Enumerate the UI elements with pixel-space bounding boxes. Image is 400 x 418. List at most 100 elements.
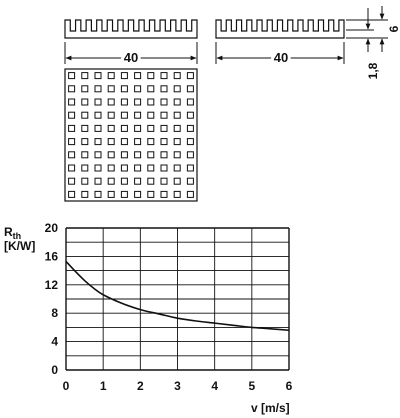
pin xyxy=(81,177,89,185)
pin xyxy=(186,72,194,80)
pin xyxy=(120,190,128,198)
pin xyxy=(68,138,76,146)
pin xyxy=(147,164,155,172)
pin xyxy=(186,190,194,198)
pin xyxy=(107,138,115,146)
pin xyxy=(173,85,181,93)
pin xyxy=(107,72,115,80)
pin xyxy=(134,177,142,185)
pin xyxy=(81,190,89,198)
pin xyxy=(173,111,181,119)
pin xyxy=(81,72,89,80)
pin xyxy=(160,124,168,132)
pin xyxy=(147,98,155,106)
pin xyxy=(186,177,194,185)
side-view-left: 40 xyxy=(64,19,198,68)
pin xyxy=(160,111,168,119)
pin xyxy=(134,85,142,93)
x-tick-label: 1 xyxy=(100,379,107,393)
y-tick-label: 4 xyxy=(51,335,58,349)
pin xyxy=(160,151,168,159)
pin xyxy=(94,111,102,119)
pin xyxy=(120,177,128,185)
pin-grid xyxy=(68,72,194,198)
pin xyxy=(94,85,102,93)
y-tick-label: 0 xyxy=(51,363,58,377)
pin xyxy=(147,177,155,185)
pin xyxy=(120,85,128,93)
pin xyxy=(120,72,128,80)
pin xyxy=(81,164,89,172)
base-thickness-label: 1,8 xyxy=(366,62,380,79)
x-tick-label: 6 xyxy=(286,379,293,393)
pin xyxy=(147,72,155,80)
pin xyxy=(173,138,181,146)
pin xyxy=(160,98,168,106)
pin xyxy=(68,177,76,185)
pin xyxy=(94,177,102,185)
pin xyxy=(107,85,115,93)
pin xyxy=(147,151,155,159)
pin xyxy=(160,190,168,198)
y-tick-label: 16 xyxy=(45,249,59,263)
pin xyxy=(186,151,194,159)
pin xyxy=(147,190,155,198)
pin xyxy=(68,85,76,93)
y-tick-label: 8 xyxy=(51,306,58,320)
pin xyxy=(107,98,115,106)
pin xyxy=(68,190,76,198)
y-tick-label: 20 xyxy=(45,221,59,235)
pin xyxy=(120,164,128,172)
pin xyxy=(107,164,115,172)
pin xyxy=(94,72,102,80)
pin xyxy=(68,151,76,159)
pin xyxy=(186,111,194,119)
pin xyxy=(81,138,89,146)
pin xyxy=(173,151,181,159)
pin xyxy=(107,111,115,119)
pin xyxy=(94,151,102,159)
pin xyxy=(173,190,181,198)
pin xyxy=(120,138,128,146)
pin xyxy=(173,72,181,80)
y-axis-label: Rth xyxy=(4,225,21,241)
pin xyxy=(107,124,115,132)
pin xyxy=(160,164,168,172)
width-label-left: 40 xyxy=(124,50,138,65)
pin xyxy=(94,138,102,146)
pin xyxy=(134,124,142,132)
fin-profile-right xyxy=(215,19,345,39)
pin xyxy=(134,190,142,198)
pin xyxy=(186,98,194,106)
x-tick-label: 3 xyxy=(174,379,181,393)
pin xyxy=(147,85,155,93)
pin xyxy=(68,98,76,106)
pin xyxy=(134,72,142,80)
fin-profile-left xyxy=(64,19,198,39)
pin xyxy=(173,164,181,172)
chart-grid xyxy=(65,227,290,371)
pin xyxy=(68,72,76,80)
pin xyxy=(186,164,194,172)
pin xyxy=(160,177,168,185)
pin xyxy=(107,190,115,198)
pin xyxy=(120,111,128,119)
pin xyxy=(68,164,76,172)
pin xyxy=(68,111,76,119)
pin xyxy=(147,138,155,146)
pin xyxy=(134,138,142,146)
top-view xyxy=(64,68,198,202)
pin xyxy=(94,98,102,106)
pin xyxy=(147,111,155,119)
y-axis-label-main: R xyxy=(4,225,13,239)
pin xyxy=(173,124,181,132)
pin xyxy=(94,124,102,132)
pin xyxy=(107,151,115,159)
top-view-outline xyxy=(64,68,198,202)
pin xyxy=(186,85,194,93)
side-view-right: 40 6 1,8 xyxy=(215,6,400,79)
